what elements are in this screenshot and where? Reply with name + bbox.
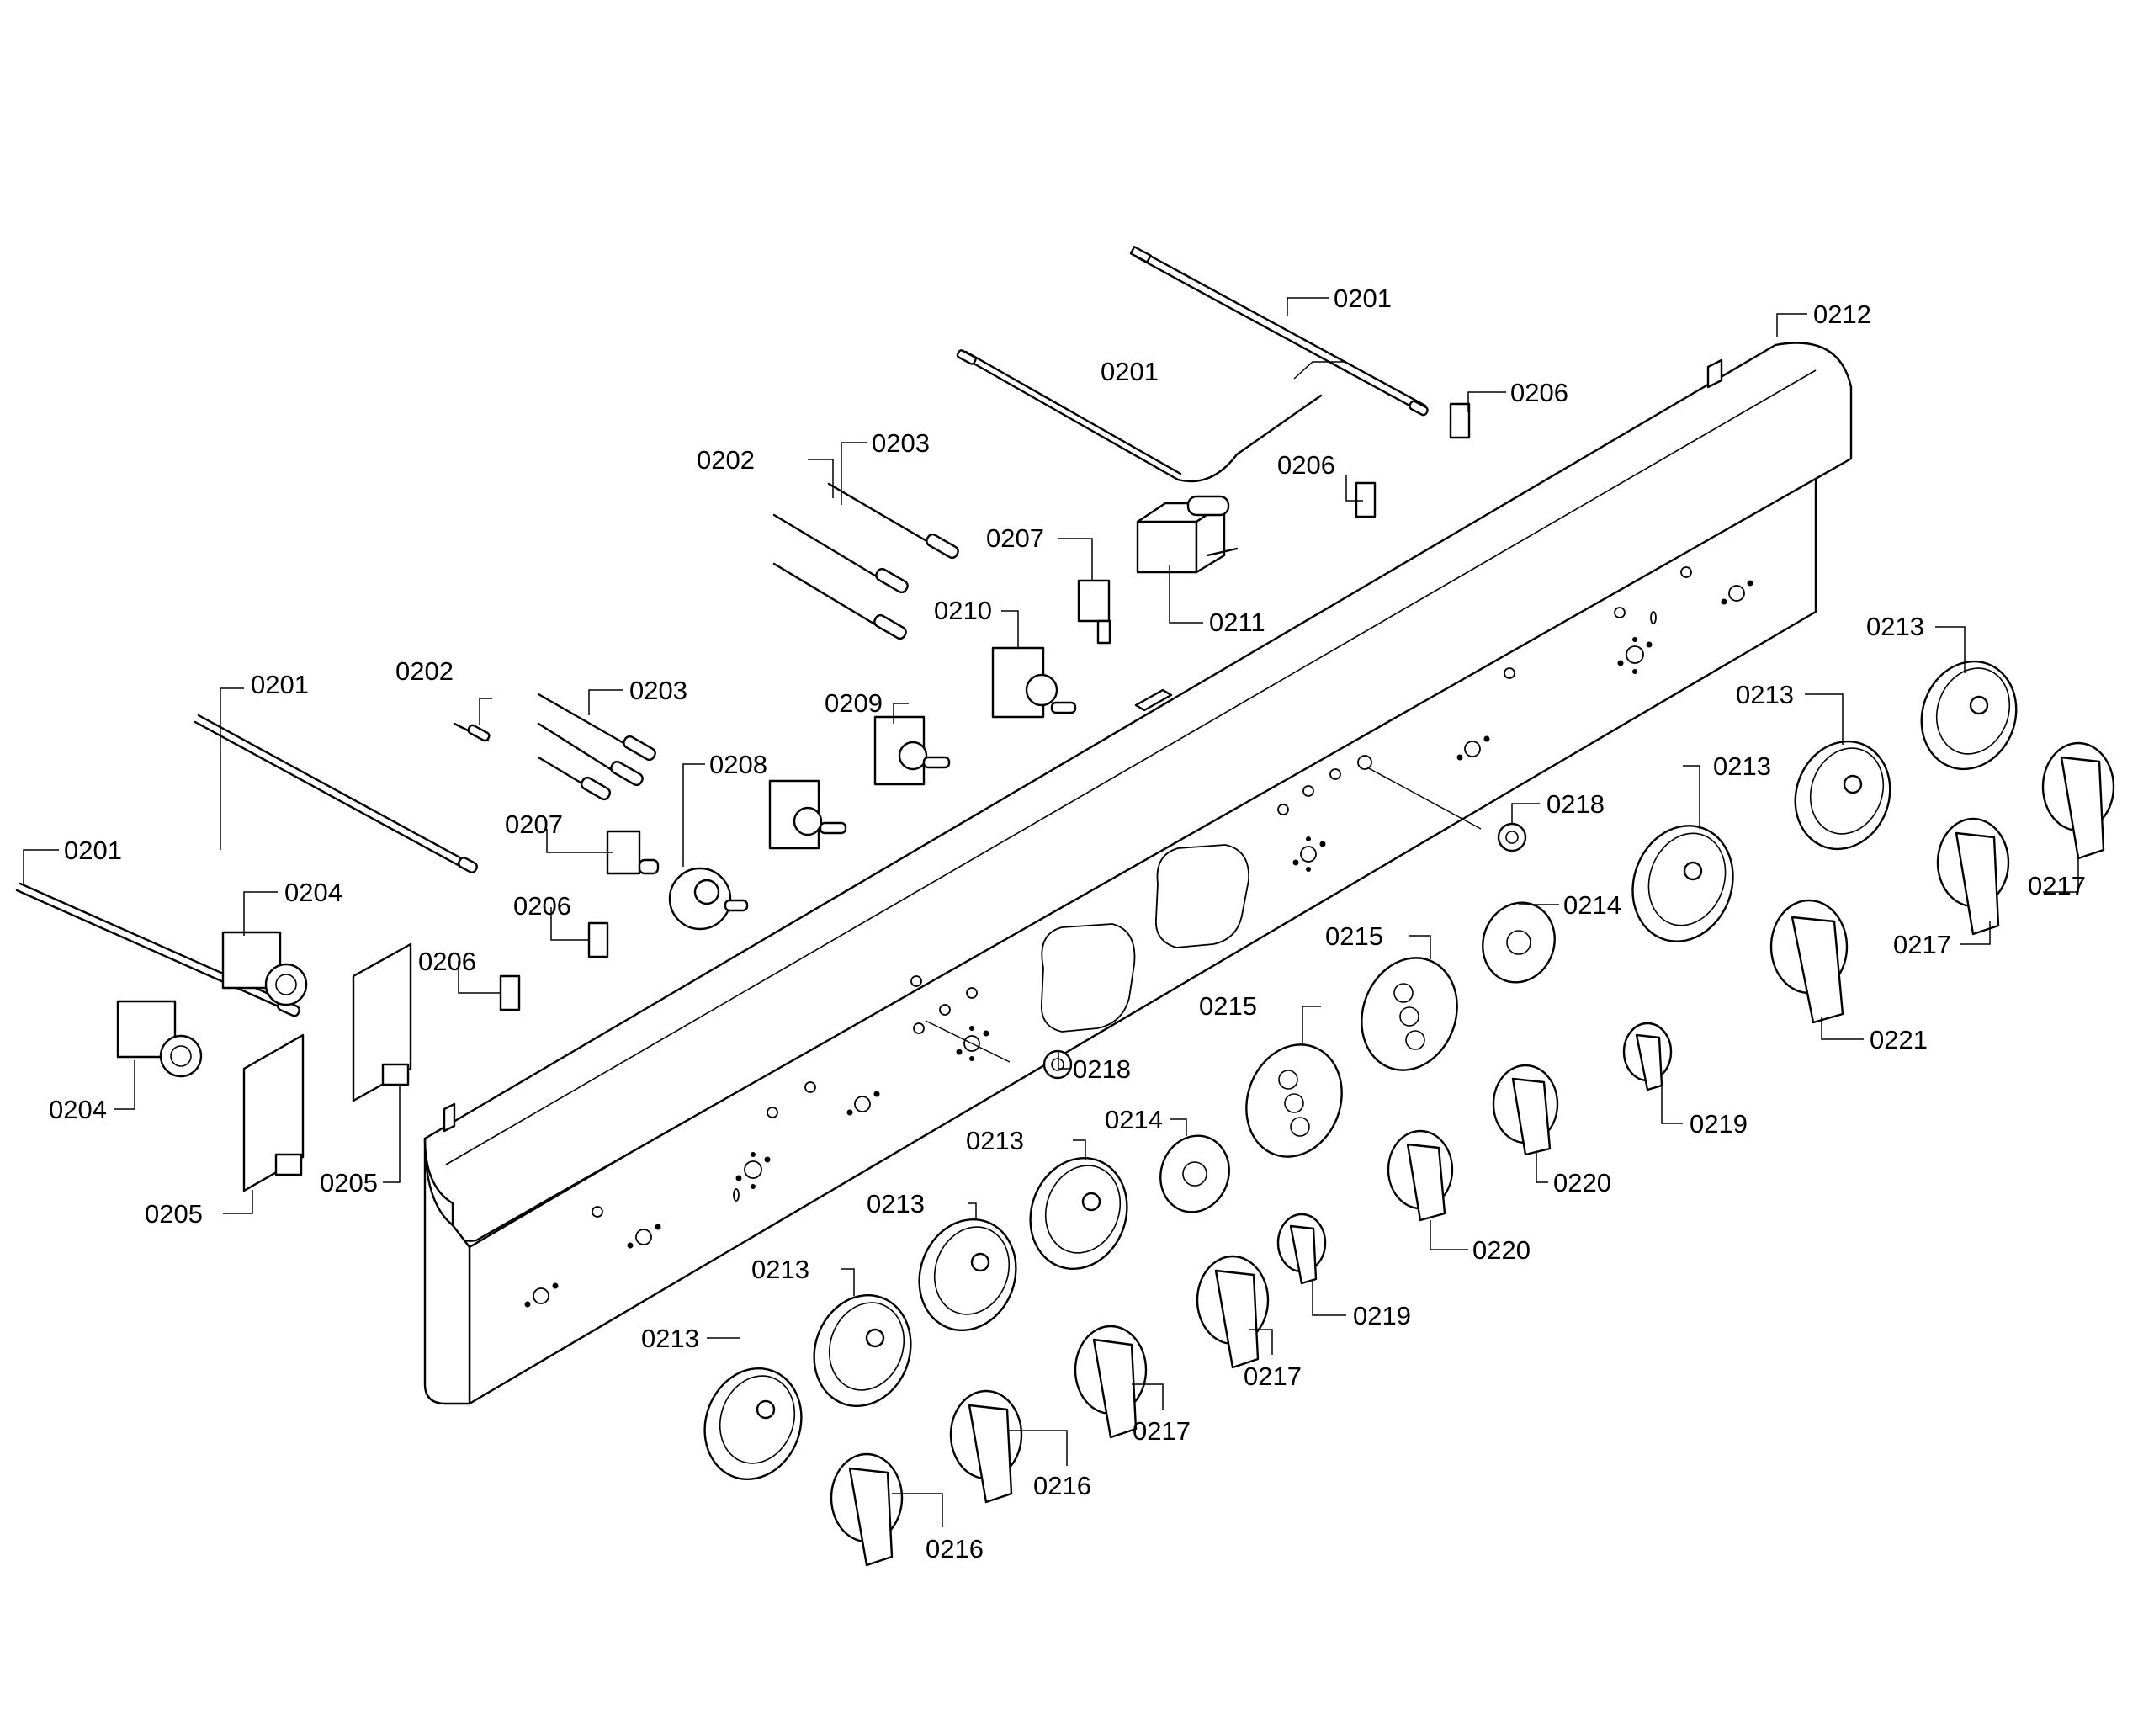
callout-0220-right: 0220 <box>1553 1168 1611 1197</box>
callout-0214-left: 0214 <box>1105 1105 1163 1134</box>
callout-0205-right: 0205 <box>320 1168 378 1197</box>
callout-0218-right: 0218 <box>1546 789 1605 819</box>
components <box>116 402 1527 1192</box>
bezels-0213 <box>703 660 2018 1481</box>
panel-holes <box>524 566 1753 1308</box>
callout-0213-right: 0213 <box>1736 680 1794 709</box>
control-panel <box>423 342 1853 1405</box>
knobs <box>830 741 2115 1567</box>
callout-0201-upper: 0201 <box>1101 357 1159 386</box>
callout-0213-far-right: 0213 <box>1866 612 1924 641</box>
callout-0206-top: 0206 <box>1510 378 1568 407</box>
callout-0206-lower: 0206 <box>418 947 476 976</box>
callout-0210: 0210 <box>934 596 992 625</box>
callout-0202-upper: 0202 <box>697 445 755 475</box>
callout-0206-upper: 0206 <box>1277 450 1335 480</box>
callout-0208: 0208 <box>709 750 767 779</box>
callout-0213-left: 0213 <box>751 1255 809 1284</box>
callout-0215-left: 0215 <box>1199 991 1257 1021</box>
callout-0219-left: 0219 <box>1353 1301 1411 1330</box>
callout-0221: 0221 <box>1870 1025 1928 1054</box>
callout-0209: 0209 <box>825 688 883 718</box>
callout-0216-right: 0216 <box>1033 1471 1091 1500</box>
callout-0201-far-left: 0201 <box>64 836 122 865</box>
callout-0206-middle: 0206 <box>513 891 571 921</box>
callout-0203-upper: 0203 <box>872 428 930 458</box>
wire-harnesses <box>15 246 1429 1017</box>
callout-0204-upper: 0204 <box>284 878 342 907</box>
leader-lines <box>23 297 2079 1527</box>
callout-0218-left: 0218 <box>1073 1054 1131 1084</box>
callout-0212: 0212 <box>1813 300 1871 329</box>
callout-0217-right: 0217 <box>1893 930 1951 959</box>
callout-0213-mid-left: 0213 <box>867 1189 925 1218</box>
callout-0204-lower: 0204 <box>49 1095 107 1124</box>
callout-0219-right: 0219 <box>1690 1109 1748 1139</box>
callout-0207-lower: 0207 <box>505 810 563 839</box>
callout-0201-top-right: 0201 <box>1334 284 1392 313</box>
bezels-0214-0215 <box>1159 901 1556 1213</box>
callout-0217-mid: 0217 <box>1244 1362 1302 1391</box>
callout-0213-far-left: 0213 <box>641 1324 699 1353</box>
callout-0215-right: 0215 <box>1325 921 1383 951</box>
callout-0205-left: 0205 <box>145 1199 203 1229</box>
callout-0213-mid-right: 0213 <box>1713 751 1771 781</box>
callout-0214-right: 0214 <box>1563 890 1621 920</box>
callout-labels: 0201 0201 0201 0201 0212 0206 0206 0202 … <box>49 284 2086 1563</box>
callout-0202-lower: 0202 <box>395 656 454 686</box>
callout-0217-far-right: 0217 <box>2028 871 2086 900</box>
callout-0211: 0211 <box>1209 608 1265 637</box>
callout-0217-left: 0217 <box>1133 1416 1191 1446</box>
callout-0207-upper: 0207 <box>986 523 1044 553</box>
callout-0213-mid: 0213 <box>966 1126 1024 1155</box>
callout-0220-left: 0220 <box>1472 1235 1531 1265</box>
callout-0216-left: 0216 <box>926 1534 984 1563</box>
callout-0203-lower: 0203 <box>629 676 687 705</box>
callout-0201-left: 0201 <box>251 670 309 699</box>
